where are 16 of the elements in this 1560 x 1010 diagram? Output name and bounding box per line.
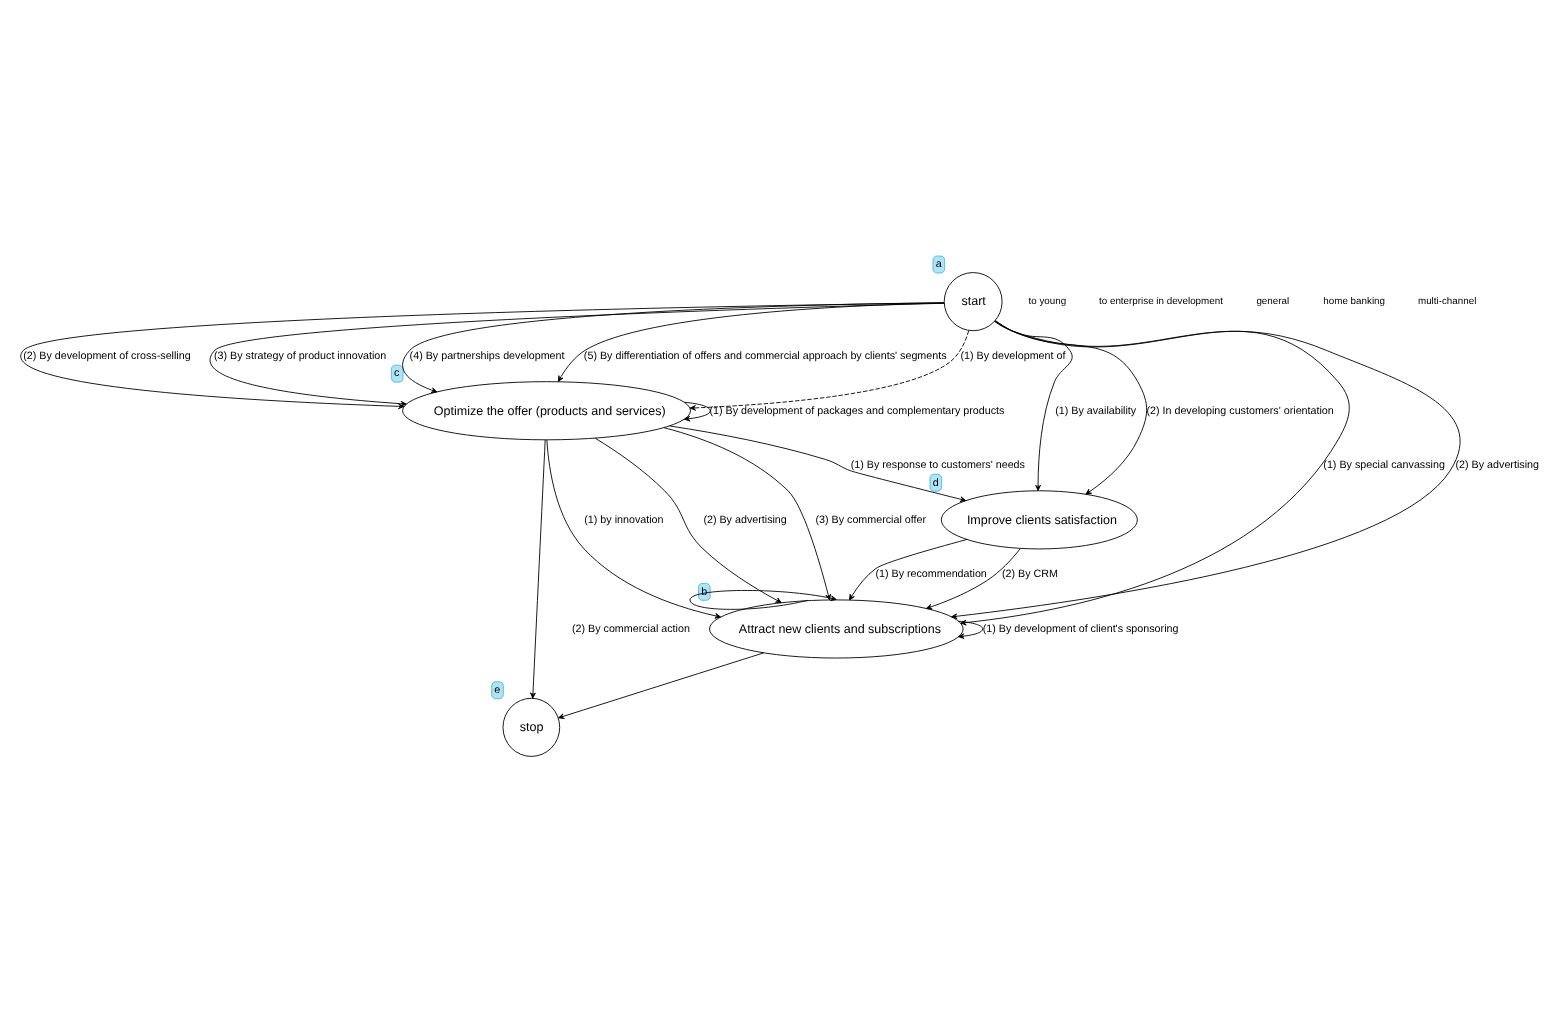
- arrow: [557, 301, 945, 381]
- arrow: [689, 329, 970, 410]
- arrow: [558, 651, 765, 718]
- arrow: [684, 400, 711, 421]
- arrow: [994, 319, 1148, 494]
- arrow: [402, 301, 945, 392]
- arrow: [995, 319, 1073, 490]
- arrow: [925, 547, 1021, 609]
- arrow: [209, 301, 945, 406]
- arrow: [20, 301, 945, 409]
- arrow: [669, 424, 967, 501]
- arrow: [849, 538, 968, 600]
- arrow: [530, 438, 546, 698]
- arrow: [951, 320, 1461, 619]
- arrow: [689, 589, 837, 609]
- arrow: [546, 438, 721, 618]
